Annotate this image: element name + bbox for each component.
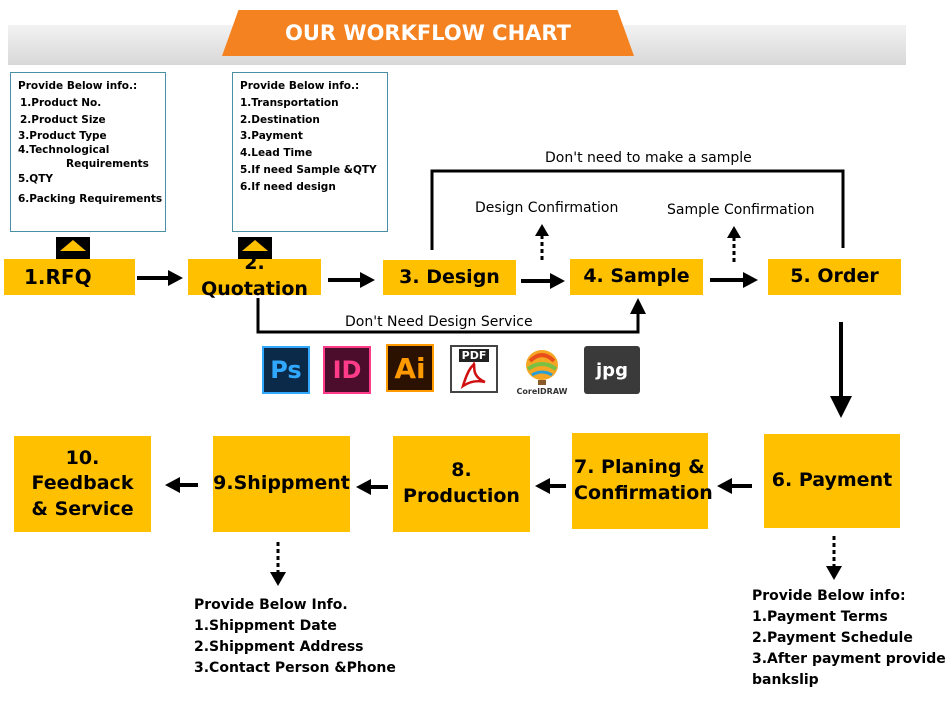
no-design-path [256,298,640,334]
quotation-info-item: 5.If need Sample &QTY [240,163,377,176]
rfq-info-item: 4.Technological [18,144,110,157]
quotation-info-item: 6.If need design [240,180,336,193]
up-arrow-icon [56,237,90,259]
dotted-up-arrow-icon [727,226,741,262]
sample-confirmation-caption: Sample Confirmation [667,202,815,218]
payment-info-item: 3.After payment provide [752,651,946,667]
right-arrow-icon [521,273,565,289]
step-production: 8. Production [393,436,530,532]
no-sample-path [430,169,845,250]
quotation-info-item: 4.Lead Time [240,147,313,160]
coreldraw-icon: CorelDRAW [510,345,574,399]
rfq-info-item: 2.Product Size [20,113,106,126]
rfq-info-item: 3.Product Type [18,130,107,143]
step-quotation-label: 2. Quotation [201,252,308,300]
no-design-caption: Don't Need Design Service [345,314,533,330]
left-arrow-icon [356,479,388,495]
right-arrow-icon [137,270,183,286]
rfq-info-heading: Provide Below info.: [18,80,138,92]
balloon-icon [526,349,558,385]
acrobat-swirl-icon [460,361,486,389]
step-design: 3. Design [383,260,516,295]
shipping-info-item: 1.Shippment Date [194,618,337,634]
payment-info-item: 1.Payment Terms [752,609,888,625]
quotation-info-item: 2.Destination [240,113,320,126]
dotted-down-arrow-icon [826,536,842,580]
quotation-info-heading: Provide Below info.: [240,80,360,92]
step-planing: 7. Planing & Confirmation [572,433,713,529]
right-arrow-icon [328,272,375,288]
rfq-info-box: Provide Below info.: 1.Product No. 2.Pro… [10,72,166,232]
payment-info: Provide Below info: 1.Payment Terms 2.Pa… [752,586,946,691]
rfq-info-item: Requirements [66,157,149,170]
shipping-info: Provide Below Info. 1.Shippment Date 2.S… [194,595,396,679]
left-arrow-icon [535,478,566,494]
step-order-label: 5. Order [790,265,879,288]
jpg-icon: jpg [584,346,640,394]
step-production-label: 8. Production [403,459,520,507]
shipping-info-item: 2.Shippment Address [194,639,364,655]
rfq-info-item: 1.Product No. [20,96,102,109]
step-payment: 6. Payment [764,434,900,528]
rfq-info-item: 5.QTY [18,173,53,186]
payment-info-item: bankslip [752,672,819,688]
title-banner: OUR WORKFLOW CHART [222,10,634,56]
coreldraw-icon-label: CorelDRAW [516,386,568,396]
left-arrow-icon [165,477,198,493]
rfq-info-item: 6.Packing Requirements [18,193,163,206]
design-confirmation-caption: Design Confirmation [475,200,619,216]
step-sample: 4. Sample [570,259,703,295]
quotation-info-item: 1.Transportation [240,96,339,109]
left-arrow-icon [717,478,752,494]
pdf-icon-label: PDF [458,349,490,362]
step-quotation: 2. Quotation [188,252,321,300]
photoshop-icon-label: Ps [270,356,302,384]
up-arrow-icon [238,237,272,259]
indesign-icon: ID [323,346,371,394]
indesign-icon-label: ID [332,356,362,384]
down-arrow-icon [830,322,852,418]
step-sample-label: 4. Sample [583,265,690,288]
quotation-info-box: Provide Below info.: 1.Transportation 2.… [232,72,388,232]
right-arrow-icon [710,272,758,288]
step-order: 5. Order [768,259,901,295]
step-feedback-label-2: & Service [31,497,134,520]
dotted-down-arrow-icon [270,542,286,586]
no-sample-caption: Don't need to make a sample [545,150,752,166]
illustrator-icon-label: Ai [394,351,426,385]
up-arrow-icon [630,298,646,314]
step-planing-label-2: Confirmation [574,482,713,504]
illustrator-icon: Ai [386,344,434,392]
step-rfq: 1.RFQ [4,259,135,295]
step-feedback: 10. Feedback & Service [14,436,151,532]
step-rfq-label: 1.RFQ [24,264,92,289]
jpg-icon-label: jpg [596,359,628,381]
step-feedback-label-1: 10. Feedback [31,446,134,495]
page-title: OUR WORKFLOW CHART [285,21,571,45]
dotted-up-arrow-icon [535,224,549,260]
pdf-icon: PDF [450,345,498,393]
step-shippment-label: 9.Shippment [213,472,350,495]
shipping-info-heading: Provide Below Info. [194,597,348,613]
quotation-info-item: 3.Payment [240,130,303,143]
step-shippment: 9.Shippment [213,436,350,532]
shipping-info-item: 3.Contact Person &Phone [194,660,396,676]
step-planing-label-1: 7. Planing & [574,456,705,479]
payment-info-heading: Provide Below info: [752,588,906,604]
photoshop-icon: Ps [262,346,310,394]
payment-info-item: 2.Payment Schedule [752,630,913,646]
step-design-label: 3. Design [399,265,500,288]
step-payment-label: 6. Payment [771,469,893,492]
